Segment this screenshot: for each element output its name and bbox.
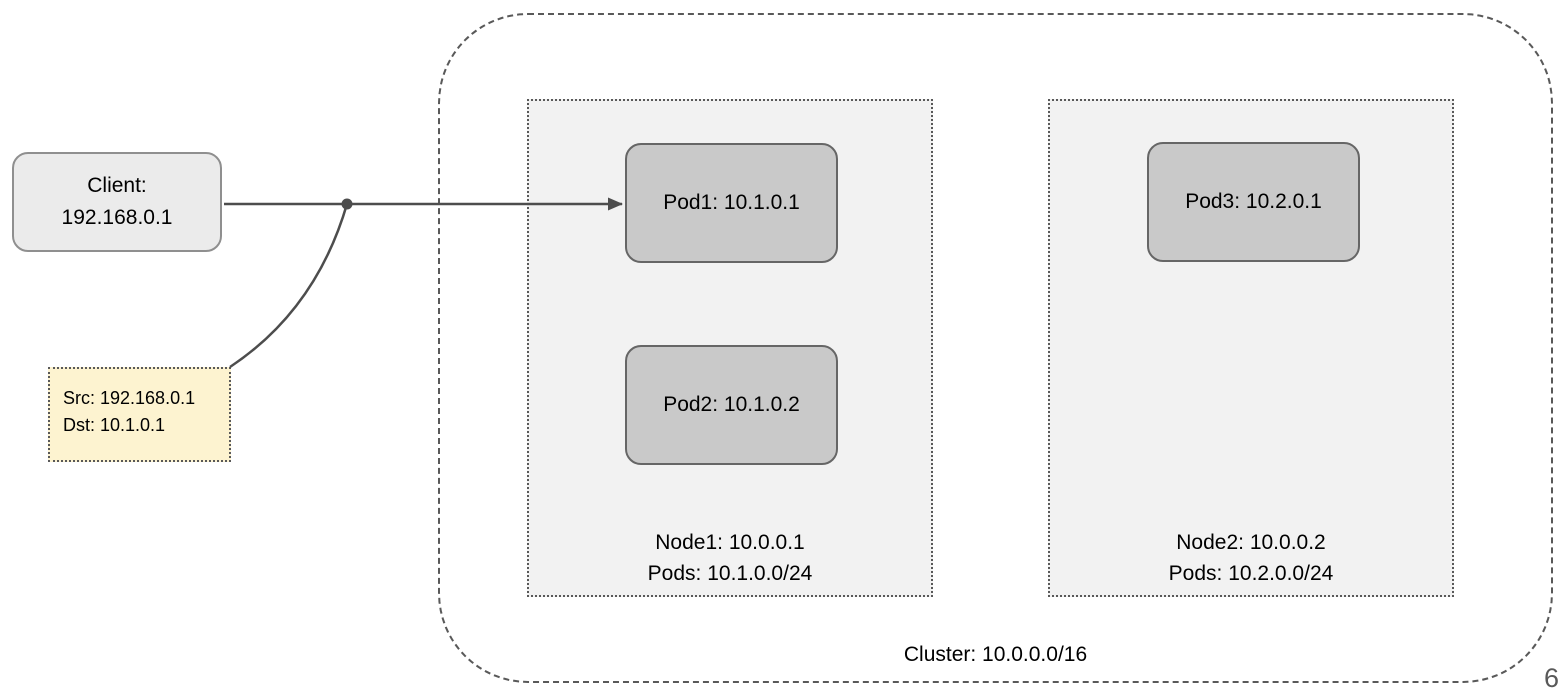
- node2-label: Node2: 10.0.0.2: [1176, 531, 1326, 554]
- client-box: Client: 192.168.0.1: [12, 152, 222, 252]
- node1-label: Node1: 10.0.0.1: [655, 531, 805, 554]
- node2-caption: Node2: 10.0.0.2 Pods: 10.2.0.0/24: [1050, 527, 1452, 589]
- packet-callout-curve: [229, 203, 349, 369]
- client-address: 192.168.0.1: [61, 206, 173, 229]
- slide-page-number: 6: [1543, 663, 1559, 693]
- cluster-boundary: [438, 13, 1553, 683]
- cluster-label: Cluster: 10.0.0.0/16: [903, 643, 1088, 666]
- pod1-box: Pod1: 10.1.0.1: [625, 143, 838, 263]
- pod3-label: Pod3: 10.2.0.1: [1185, 190, 1322, 213]
- node1-caption: Node1: 10.0.0.1 Pods: 10.1.0.0/24: [529, 527, 931, 589]
- packet-note: Src: 192.168.0.1 Dst: 10.1.0.1: [48, 367, 231, 462]
- node2-pods-cidr: Pods: 10.2.0.0/24: [1168, 562, 1334, 585]
- node1-pods-cidr: Pods: 10.1.0.0/24: [647, 562, 813, 585]
- packet-dst: Dst: 10.1.0.1: [63, 415, 166, 435]
- arrow-junction-dot: [341, 198, 353, 210]
- pod3-box: Pod3: 10.2.0.1: [1147, 142, 1360, 262]
- client-title: Client:: [87, 174, 147, 197]
- pod2-box: Pod2: 10.1.0.2: [625, 345, 838, 465]
- pod2-label: Pod2: 10.1.0.2: [663, 393, 800, 416]
- pod1-label: Pod1: 10.1.0.1: [663, 191, 800, 214]
- packet-src: Src: 192.168.0.1: [63, 388, 196, 408]
